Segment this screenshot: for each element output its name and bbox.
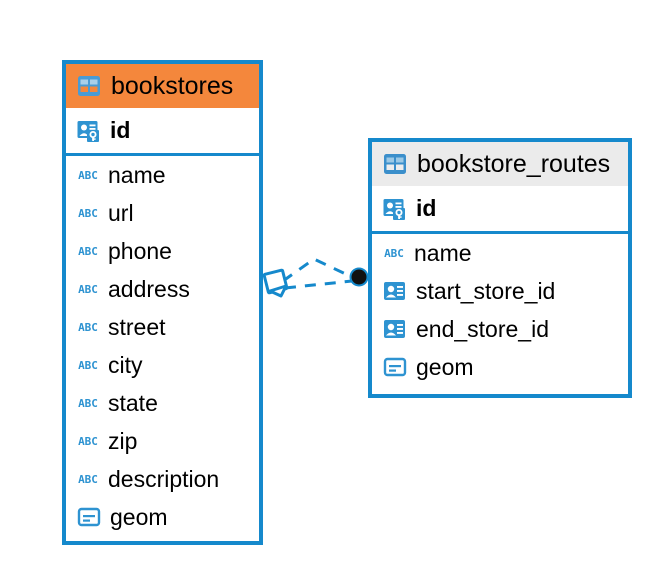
svg-text:ABC: ABC [78, 473, 98, 486]
abc-text-icon: ABC [78, 397, 98, 410]
geometry-icon [77, 507, 101, 527]
field-row-description[interactable]: ABC description [66, 460, 259, 498]
entity-title: bookstore_routes [417, 149, 611, 178]
relationship-source-diamond-marker[interactable] [262, 268, 289, 298]
field-name: city [108, 351, 143, 378]
svg-text:ABC: ABC [78, 169, 98, 182]
field-row-url[interactable]: ABC url [66, 194, 259, 232]
field-name: street [108, 313, 166, 340]
field-name: geom [110, 503, 168, 530]
entity-header-bookstore-routes: bookstore_routes [372, 142, 628, 186]
abc-text-icon: ABC [78, 207, 98, 220]
field-name: description [108, 465, 220, 492]
foreign-key-icon [384, 320, 405, 338]
primary-key-icon [383, 198, 405, 220]
abc-text-icon: ABC [78, 245, 98, 258]
table-icon [384, 154, 406, 174]
field-name: end_store_id [416, 315, 549, 342]
entity-header-bookstores: bookstores [66, 64, 259, 108]
abc-text-icon: ABC [384, 247, 404, 260]
entity-table-bookstores[interactable]: bookstores id ABC [62, 60, 263, 545]
svg-text:ABC: ABC [78, 321, 98, 334]
field-name: start_store_id [416, 277, 556, 304]
svg-text:ABC: ABC [78, 283, 98, 296]
field-row-end-store-id[interactable]: end_store_id [372, 310, 628, 348]
primary-key-separator [372, 231, 628, 234]
field-row-id[interactable]: id [372, 186, 628, 231]
relationship-target-dot-marker[interactable] [349, 267, 369, 287]
svg-text:ABC: ABC [78, 359, 98, 372]
abc-text-icon: ABC [78, 283, 98, 296]
field-name: id [110, 117, 131, 143]
entity-table-bookstore-routes[interactable]: bookstore_routes id AB [368, 138, 632, 398]
primary-key-icon [77, 120, 99, 142]
relationship-line-lower[interactable] [284, 279, 353, 290]
entity-title: bookstores [111, 71, 234, 100]
field-row-start-store-id[interactable]: start_store_id [372, 272, 628, 310]
abc-text-icon: ABC [78, 435, 98, 448]
abc-text-icon: ABC [78, 359, 98, 372]
svg-text:ABC: ABC [78, 245, 98, 258]
field-row-phone[interactable]: ABC phone [66, 232, 259, 270]
field-row-street[interactable]: ABC street [66, 308, 259, 346]
field-name: zip [108, 427, 138, 454]
foreign-key-icon [384, 282, 405, 300]
field-row-zip[interactable]: ABC zip [66, 422, 259, 460]
primary-key-separator [66, 153, 259, 156]
field-row-geom[interactable]: geom [66, 498, 259, 536]
field-name: name [414, 239, 472, 266]
relationship-line-upper[interactable] [282, 257, 355, 283]
svg-text:ABC: ABC [78, 207, 98, 220]
field-name: phone [108, 237, 172, 264]
field-row-name[interactable]: ABC name [66, 156, 259, 194]
field-name: id [416, 195, 437, 221]
field-name: url [108, 199, 134, 226]
field-row-geom[interactable]: geom [372, 348, 628, 386]
abc-text-icon: ABC [78, 321, 98, 334]
svg-text:ABC: ABC [384, 247, 404, 260]
geometry-icon [383, 357, 407, 377]
svg-text:ABC: ABC [78, 435, 98, 448]
field-row-name[interactable]: ABC name [372, 234, 628, 272]
field-name: address [108, 275, 190, 302]
abc-text-icon: ABC [78, 473, 98, 486]
table-icon [78, 76, 100, 96]
field-name: name [108, 161, 166, 188]
field-row-city[interactable]: ABC city [66, 346, 259, 384]
field-row-id[interactable]: id [66, 108, 259, 153]
field-name: state [108, 389, 158, 416]
field-row-state[interactable]: ABC state [66, 384, 259, 422]
field-name: geom [416, 353, 474, 380]
abc-text-icon: ABC [78, 169, 98, 182]
svg-text:ABC: ABC [78, 397, 98, 410]
field-row-address[interactable]: ABC address [66, 270, 259, 308]
